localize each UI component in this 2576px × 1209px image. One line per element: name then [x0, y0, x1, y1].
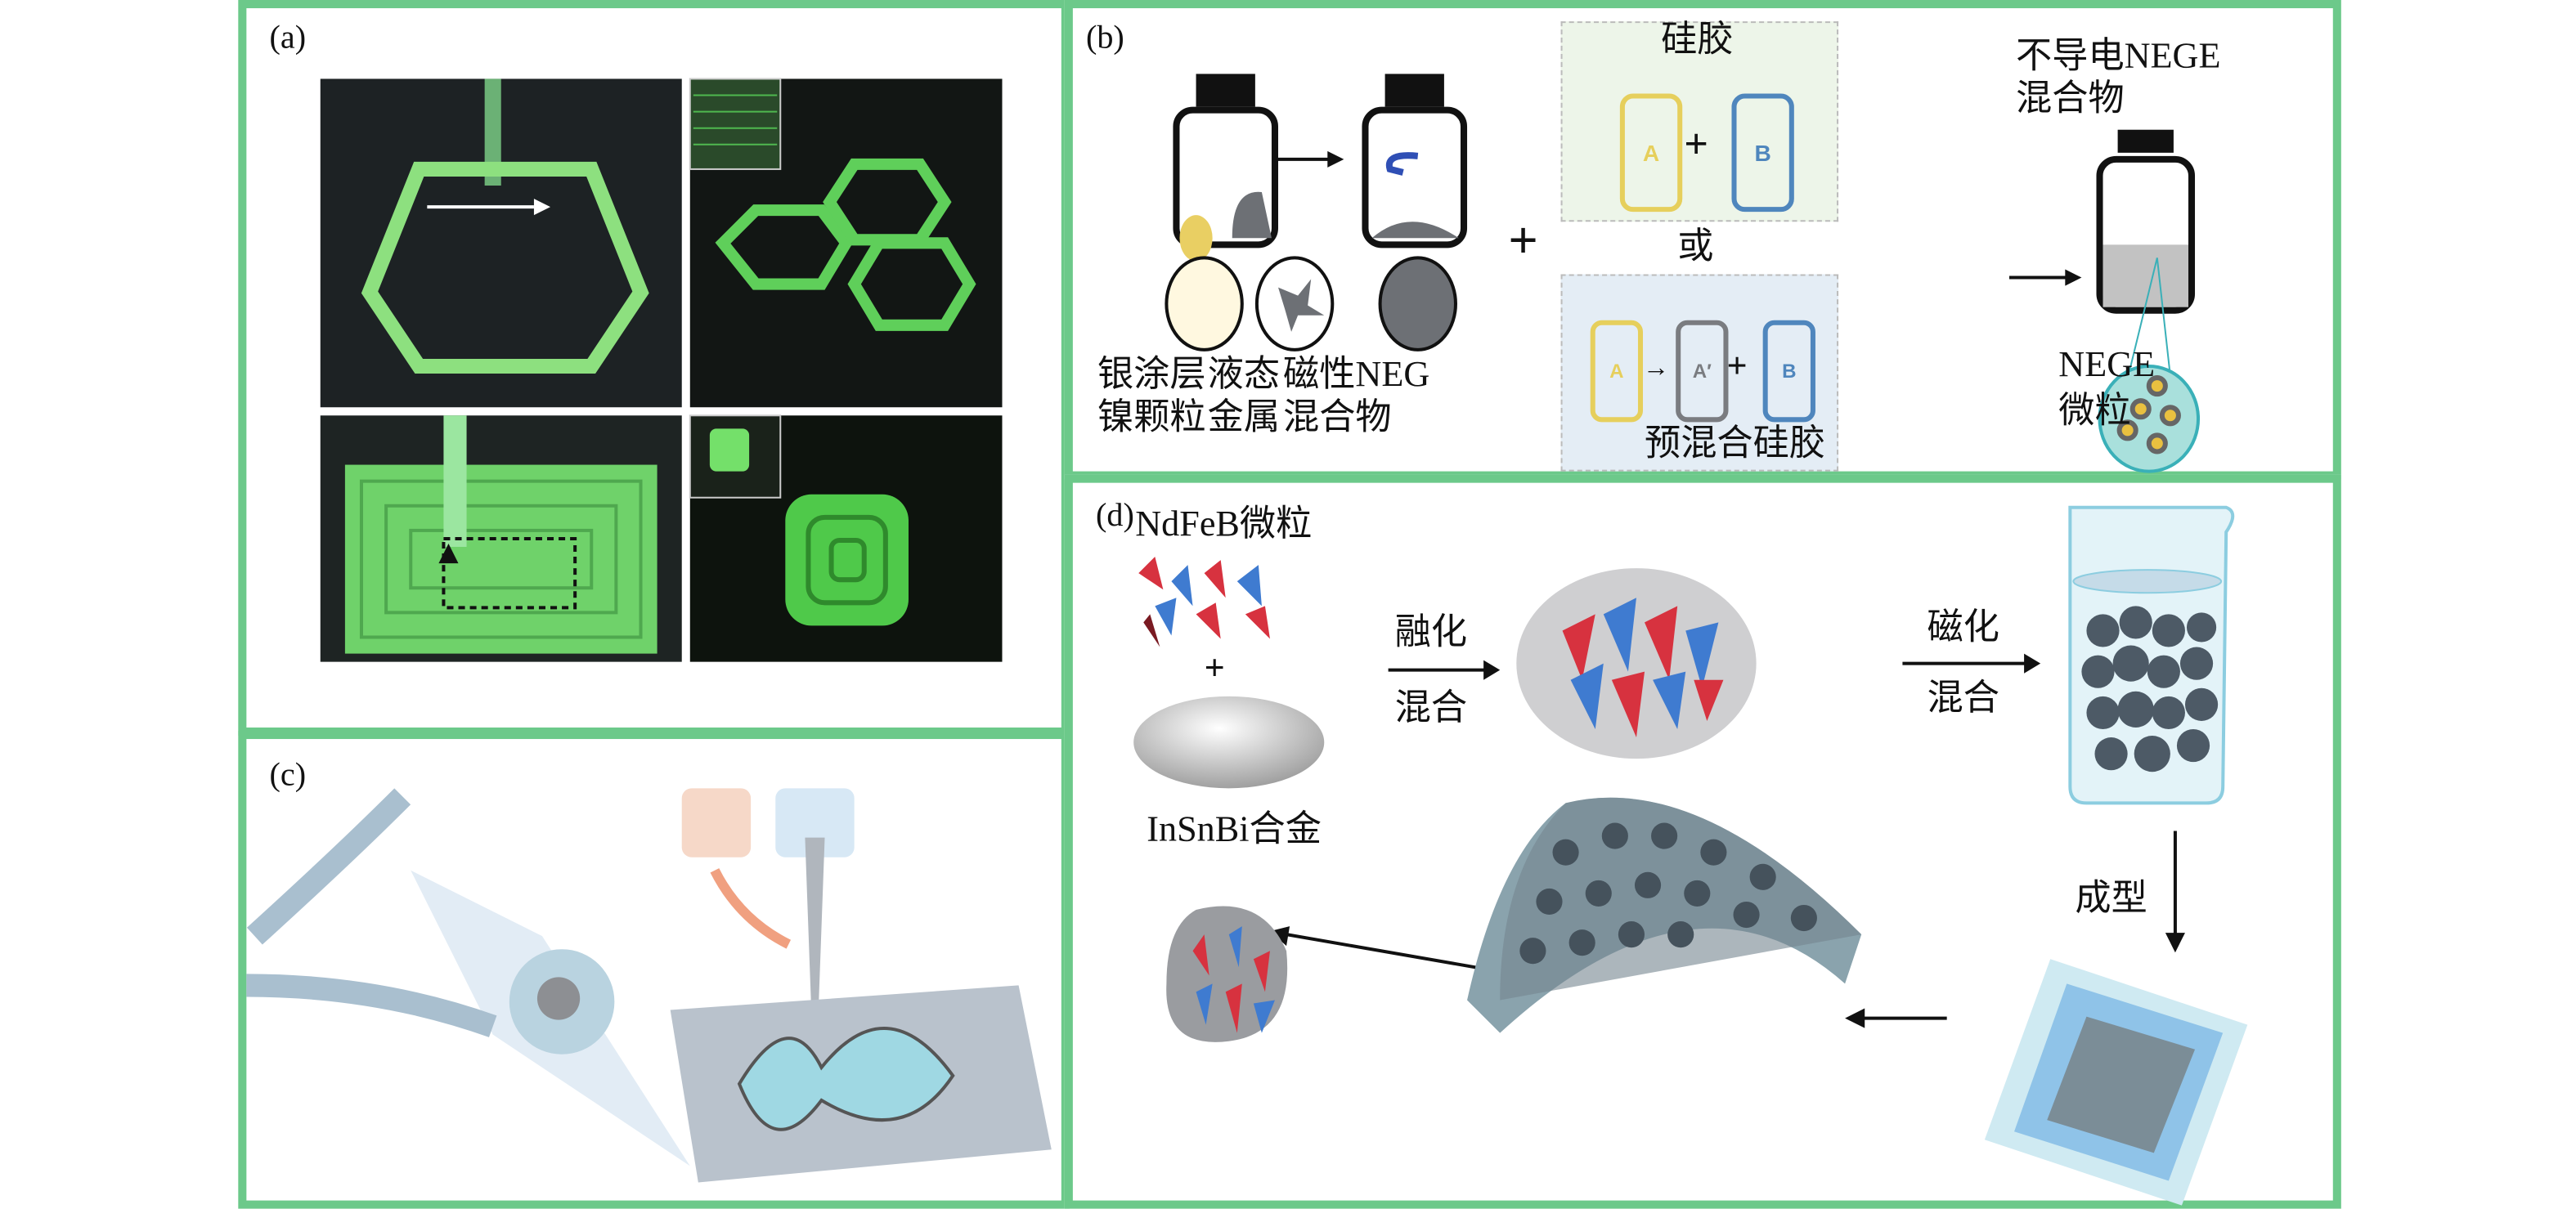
panel-c-label: (c) — [269, 757, 307, 794]
photo-rectangle-print — [320, 415, 682, 662]
caption-silver-nickel-1: 银涂层 — [1097, 352, 1206, 395]
ndfeb-label: NdFeB微粒 — [1135, 502, 1313, 544]
plus-sign: + — [1508, 210, 1538, 270]
alloy-ellipse — [1133, 696, 1325, 789]
magnetize-label-2: 混合 — [1927, 676, 1999, 718]
arrow-to-closeup — [1269, 926, 1476, 969]
closeup-particle — [1166, 906, 1288, 1042]
silicone-title: 硅胶 — [1661, 18, 1734, 60]
melt-label-1: 融化 — [1394, 611, 1468, 652]
panel-b-label: (b) — [1085, 20, 1124, 56]
premix-title: 预混合硅胶 — [1645, 422, 1826, 463]
melt-label-2: 混合 — [1394, 686, 1468, 728]
bottle-a-prime: A′ — [1676, 320, 1729, 423]
photo-square-spiral-print — [689, 414, 1003, 662]
arrow-premix: → — [1643, 354, 1670, 383]
photo-honeycomb-print — [689, 78, 1003, 408]
panel-c: (c) — [238, 731, 1070, 1209]
panel-d: (d) NdFeB微粒 + InSnBi合金 融化 混合 磁化 混合 成型 — [1064, 474, 2341, 1209]
beaker — [2068, 505, 2235, 805]
jar-raw-materials — [1165, 74, 1468, 352]
result-jar — [2009, 129, 2201, 473]
printing-illustration — [246, 788, 1052, 1183]
particle-label-2: 微粒 — [2058, 389, 2131, 431]
or-label: 或 — [1677, 225, 1714, 266]
caption-magnetic-neg-2: 混合物 — [1283, 396, 1392, 437]
plus-sign-d: + — [1204, 647, 1225, 688]
bottle-a: A — [1619, 93, 1683, 213]
panel-a: (a) — [238, 0, 1070, 737]
caption-liquid-metal-1: 液态 — [1207, 352, 1281, 395]
alloy-label: InSnBi合金 — [1147, 808, 1322, 849]
particle-label-1: NEGE — [2058, 343, 2156, 385]
result-label-2: 混合物 — [2016, 77, 2125, 119]
panel-a-label: (a) — [269, 20, 307, 56]
photo-hexagon-print — [320, 78, 682, 408]
result-label-1: 不导电NEGE — [2016, 34, 2221, 76]
arrow-forming — [2165, 831, 2185, 953]
premix-box — [1560, 274, 1839, 472]
arrow-magnetize — [1902, 653, 2041, 674]
arrow-melt — [1388, 660, 1501, 680]
caption-silver-nickel-2: 镍颗粒 — [1097, 396, 1206, 437]
bottle-b-premix: B — [1762, 320, 1815, 423]
panel-b: (b) 银涂层 镍颗粒 液态 金属 磁性NEG 混合物 + 硅胶 A + B 或 — [1064, 0, 2341, 480]
magnetize-label-1: 磁化 — [1927, 606, 1999, 647]
panel-d-label: (d) — [1096, 497, 1134, 534]
plus-sign-silicone: + — [1684, 119, 1709, 168]
mold-sheet — [1984, 959, 2248, 1206]
composite-ellipse — [1516, 568, 1757, 759]
bottle-b: B — [1731, 93, 1794, 213]
caption-liquid-metal-2: 金属 — [1207, 396, 1281, 437]
flexible-film — [1467, 797, 1862, 1033]
bottle-a-premix: A — [1590, 320, 1644, 423]
plus-sign-premix: + — [1726, 344, 1748, 387]
ndfeb-particles — [1138, 557, 1270, 647]
forming-label: 成型 — [2075, 876, 2147, 919]
caption-magnetic-neg-1: 磁性NEG — [1283, 352, 1430, 395]
arrow-to-film — [1845, 1008, 1947, 1028]
